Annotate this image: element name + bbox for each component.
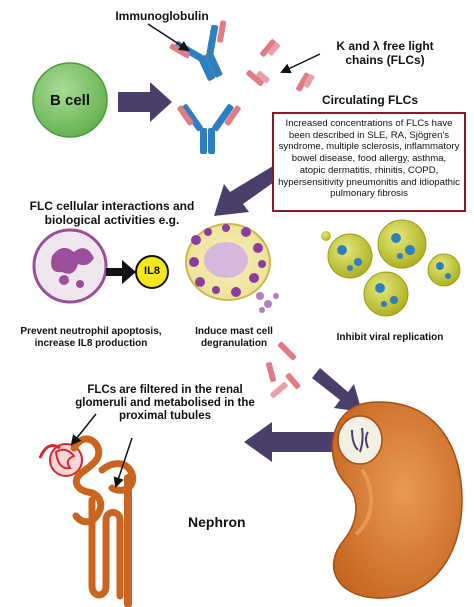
virus-cluster — [321, 219, 461, 317]
label-immunoglobulin: Immunoglobulin — [115, 9, 209, 23]
glomerulus-pointer — [70, 413, 97, 446]
disease-info-box: Increased concentrations of FLCs have be… — [272, 112, 466, 212]
kidney-arrow — [312, 368, 362, 412]
antibody-icon — [177, 104, 241, 154]
immunoglobulin-pointer — [147, 23, 190, 52]
b-cell — [32, 62, 108, 138]
free-light-chain-icon — [246, 39, 315, 92]
il8-arrow — [106, 260, 136, 284]
label-circulating-flcs: Circulating FLCs — [322, 93, 419, 107]
filtered-flc-icon — [265, 341, 301, 398]
neutrophil-cell — [32, 228, 108, 304]
mast-cell — [185, 223, 279, 313]
immunoglobulin-icon — [169, 20, 227, 81]
nephron-arrow — [244, 422, 336, 462]
kidney-organ — [331, 401, 463, 599]
tubule-pointer — [113, 437, 133, 488]
label-renal-filtering: FLCs are filtered in the renal glomeruli… — [75, 384, 255, 423]
interaction-arrow — [214, 160, 291, 216]
label-neutrophil-effect: Prevent neutrophil apoptosis, increase I… — [20, 326, 162, 349]
label-mast-cell-effect: Induce mast cell degranulation — [195, 326, 273, 349]
il8-marker — [135, 255, 169, 289]
flc-pointer — [280, 53, 321, 74]
label-viral-effect: Inhibit viral replication — [336, 332, 444, 343]
label-b-cell: B cell — [49, 92, 91, 109]
label-cellular-interactions: FLC cellular interactions and biological… — [29, 199, 195, 227]
label-il8: IL8 — [144, 265, 160, 277]
nephron-structure — [38, 435, 137, 607]
label-nephron: Nephron — [188, 514, 246, 530]
label-free-light-chains: K and λ free light chains (FLCs) — [336, 39, 434, 67]
b-cell-arrow — [118, 82, 172, 122]
